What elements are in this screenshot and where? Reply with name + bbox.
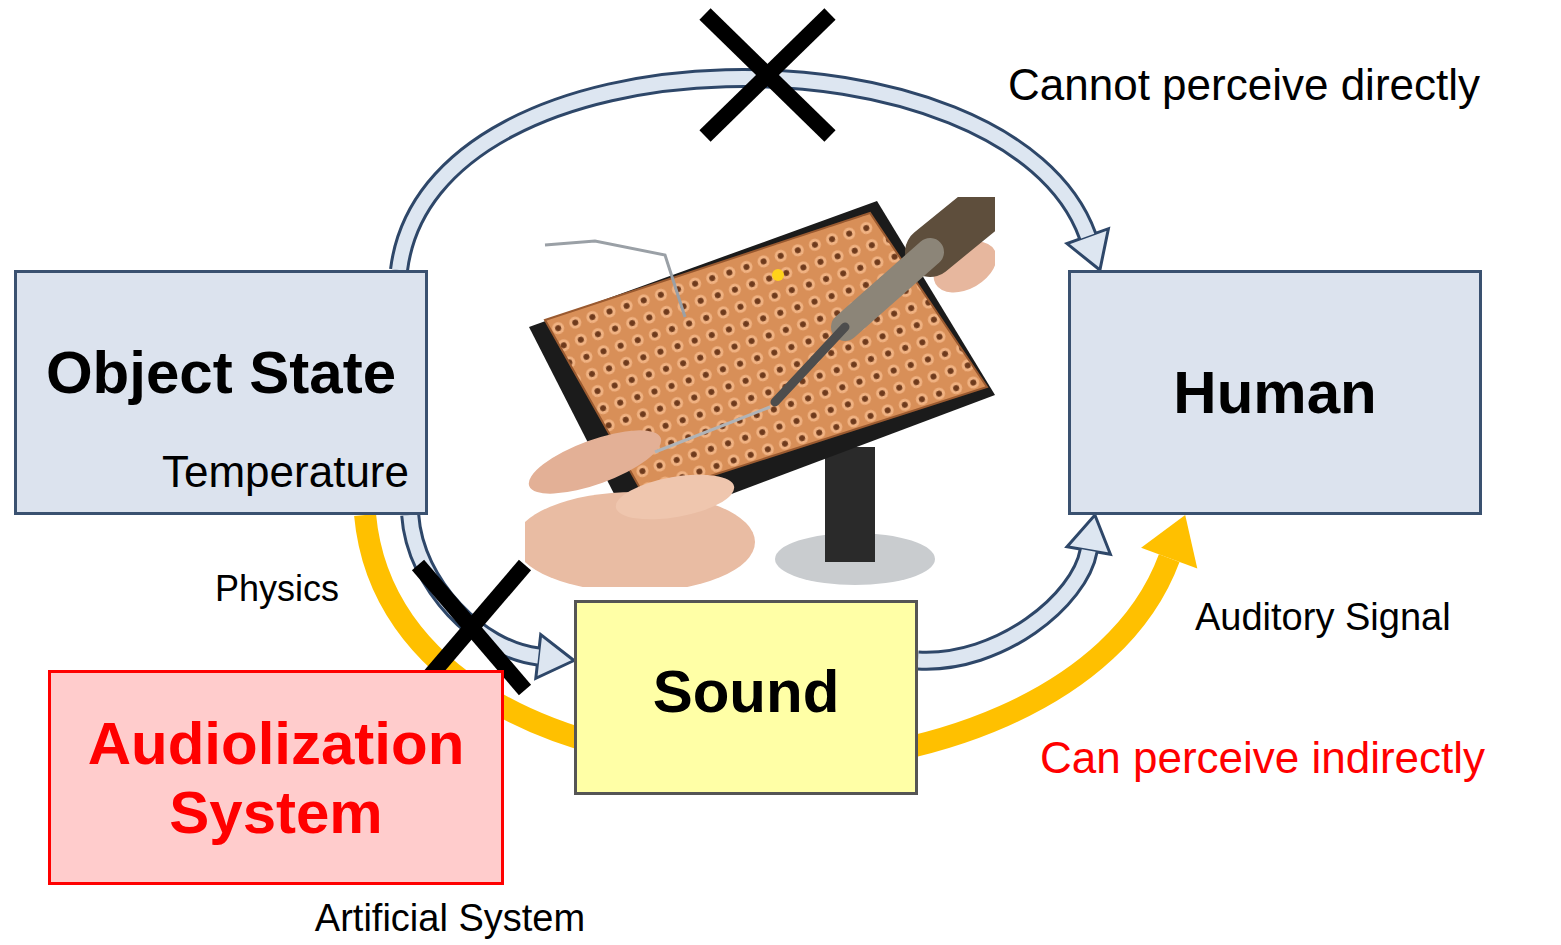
thumb	[612, 467, 737, 527]
iron-barrel	[845, 252, 930, 327]
edge-label: Cannot perceive directly	[1008, 60, 1480, 111]
stand-post	[825, 447, 875, 562]
human-box: Human	[1068, 270, 1482, 515]
led	[772, 269, 784, 281]
box-title: Audiolization System	[71, 709, 481, 847]
flow-arrow	[918, 515, 1110, 661]
wire	[545, 241, 685, 317]
edge-label: Auditory Signal	[1195, 596, 1451, 640]
component-lead	[655, 407, 770, 452]
edge-label: Can perceive indirectly	[1040, 733, 1485, 784]
box-title: Sound	[591, 657, 901, 726]
system-box: Audiolization System	[48, 670, 504, 885]
iron-tip	[775, 327, 845, 402]
box-title: Human	[1087, 358, 1463, 427]
edge-label: Physics	[215, 568, 339, 609]
flow-arrow	[399, 78, 1108, 270]
sound-box: Sound	[574, 600, 918, 795]
box-title: Object State	[33, 338, 409, 407]
state-box: Object StateTemperature	[14, 270, 428, 515]
cross-mark	[705, 14, 830, 136]
soldering-photo	[525, 197, 995, 587]
note-label: Artificial System	[250, 897, 650, 941]
box-subtitle: Temperature	[33, 447, 409, 498]
